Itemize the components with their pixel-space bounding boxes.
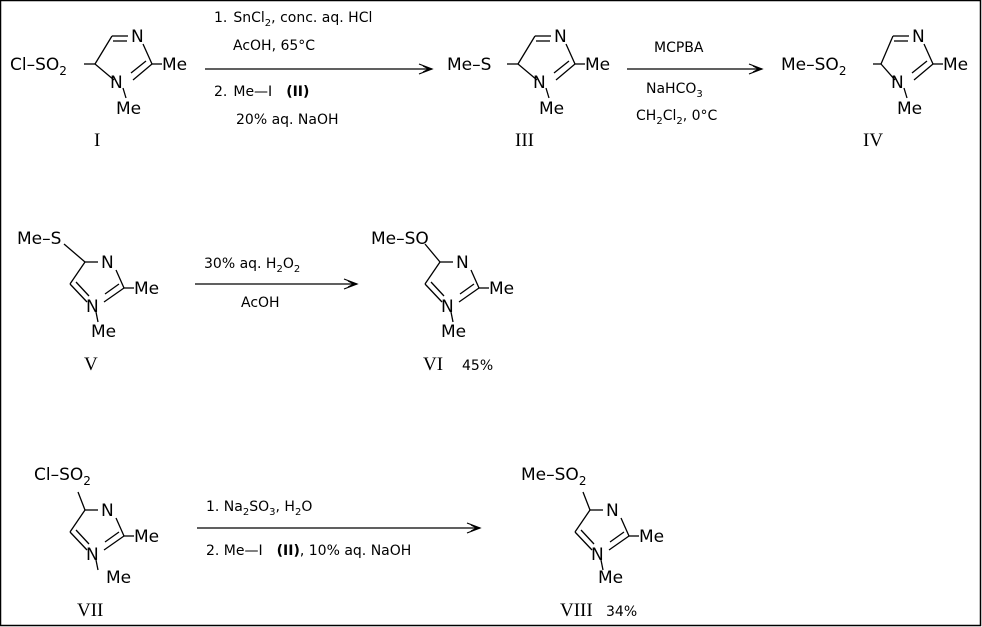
compound-I-ring-n: N <box>131 27 144 47</box>
compound-VII-ring-n1: N <box>86 545 99 565</box>
r3-line2: AcOH <box>241 295 280 311</box>
compound-IV-substituent: Me–SO2 <box>781 55 846 78</box>
compound-V-c2-methyl: Me <box>134 279 159 299</box>
compound-VII-bonds <box>69 491 134 571</box>
compound-I-ring-n1: N <box>110 73 123 93</box>
compound-III-c2-methyl: Me <box>585 55 610 75</box>
compound-VIII-substituent: Me–SO2 <box>521 465 586 488</box>
compound-I-bonds <box>84 35 162 99</box>
compound-I-label: I <box>94 130 100 151</box>
compound-VIII-bonds <box>574 491 639 571</box>
compound-VI-c2-methyl: Me <box>489 279 514 299</box>
compound-VII-n-methyl: Me <box>106 568 131 588</box>
compound-VIII-ring-n1: N <box>591 545 604 565</box>
conditions-reaction-1: 1.SnCl2, conc. aq. HCl AcOH, 65°C 2.Me—I… <box>214 10 372 128</box>
compound-III-substituent: Me–S <box>447 55 491 75</box>
compound-VI-ring-n1: N <box>441 297 454 317</box>
compound-IV-c2-methyl: Me <box>943 55 968 75</box>
compound-I-n-methyl: Me <box>116 99 141 119</box>
compound-III-bonds <box>507 35 585 99</box>
compound-IV-ring-n1: N <box>891 73 904 93</box>
r1-step1-line2: AcOH, 65°C <box>233 38 315 54</box>
r1-step2-line2: 20% aq. NaOH <box>236 112 339 128</box>
compound-I: Cl–SO2 N N Me Me I <box>10 27 187 151</box>
arrow-3 <box>195 278 359 290</box>
compound-III: Me–S N N Me Me III <box>447 27 610 151</box>
arrow-4 <box>197 522 482 534</box>
compound-V-ring-n: N <box>101 253 114 273</box>
compound-VIII-yield: 34% <box>606 604 637 620</box>
r2-line1: MCPBA <box>654 40 704 56</box>
conditions-reaction-4: 1. Na2SO3, H2O 2. Me—I(II), 10% aq. NaOH <box>206 499 411 559</box>
r4-step2: 2. Me—I(II), 10% aq. NaOH <box>206 543 411 559</box>
compound-VIII-c2-methyl: Me <box>639 527 664 547</box>
compound-VII-ring-n: N <box>101 501 114 521</box>
compound-VI-ring-n: N <box>456 253 469 273</box>
compound-VII-label: VII <box>77 600 103 621</box>
compound-III-ring-n1: N <box>533 73 546 93</box>
compound-VI-substituent: Me–SO <box>371 229 429 249</box>
r3-line1: 30% aq. H2O2 <box>204 256 300 275</box>
compound-VIII-n-methyl: Me <box>598 568 623 588</box>
compound-V-n-methyl: Me <box>91 322 116 342</box>
r2-line2: NaHCO3 <box>646 81 703 100</box>
compound-V-bonds <box>63 243 134 323</box>
r1-step1: 1.SnCl2, conc. aq. HCl <box>214 10 372 29</box>
compound-VIII: Me–SO2 N N Me Me VIII 34% <box>521 465 664 621</box>
compound-V-label: V <box>84 354 98 375</box>
r1-step2: 2.Me—I(II) <box>214 84 309 100</box>
compound-VII-substituent: Cl–SO2 <box>34 465 91 488</box>
r4-step1: 1. Na2SO3, H2O <box>206 499 312 518</box>
compound-V-substituent: Me–S <box>17 229 61 249</box>
compound-IV-ring-n: N <box>912 27 925 47</box>
compound-VII: Cl–SO2 N N Me Me VII <box>34 465 159 621</box>
compound-V: Me–S N N Me Me V <box>17 229 159 375</box>
compound-VI-n-methyl: Me <box>441 322 466 342</box>
compound-V-ring-n1: N <box>86 297 99 317</box>
r2-line3: CH2Cl2, 0°C <box>636 108 718 127</box>
compound-VIII-ring-n: N <box>606 501 619 521</box>
compound-VIII-label: VIII <box>560 600 593 621</box>
compound-IV-label: IV <box>863 130 883 151</box>
compound-IV-n-methyl: Me <box>897 99 922 119</box>
conditions-reaction-2: MCPBA NaHCO3 CH2Cl2, 0°C <box>636 40 718 127</box>
compound-VII-c2-methyl: Me <box>134 527 159 547</box>
conditions-reaction-3: 30% aq. H2O2 AcOH <box>204 256 300 311</box>
compound-I-c2-methyl: Me <box>162 55 187 75</box>
compound-IV-bonds <box>873 35 943 99</box>
compound-VI-label: VI <box>423 354 443 375</box>
arrow-1 <box>205 63 434 75</box>
compound-III-label: III <box>515 130 534 151</box>
compound-IV: Me–SO2 N N Me Me IV <box>781 27 968 151</box>
compound-VI-bonds <box>424 243 489 323</box>
arrow-2 <box>627 63 764 75</box>
compound-III-n-methyl: Me <box>539 99 564 119</box>
compound-VI-yield: 45% <box>462 358 493 374</box>
compound-I-substituent: Cl–SO2 <box>10 55 67 78</box>
compound-VI: Me–SO N N Me Me VI 45% <box>371 229 514 375</box>
compound-III-ring-n: N <box>554 27 567 47</box>
